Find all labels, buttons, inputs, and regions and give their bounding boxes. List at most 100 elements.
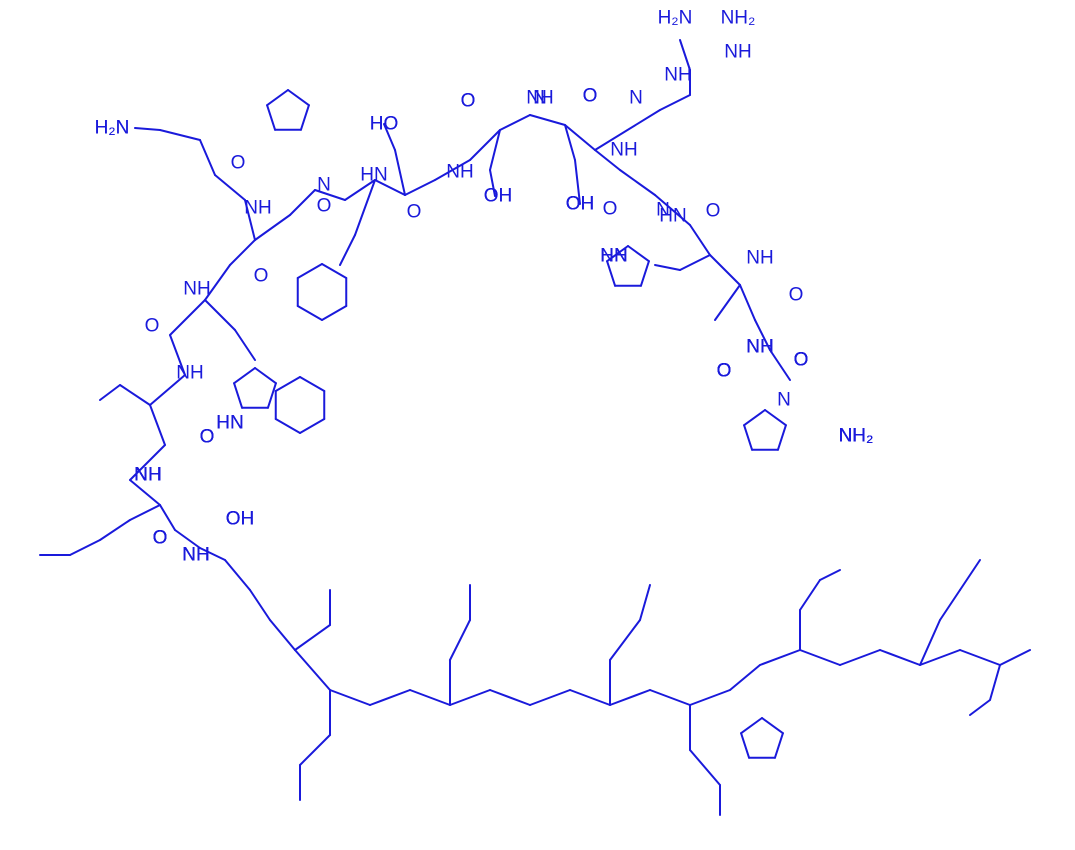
bond-line: [266, 382, 277, 409]
atom-label: O: [717, 361, 732, 382]
bond-line: [773, 732, 784, 759]
bond-line: [299, 418, 326, 434]
atom-label: OH: [566, 194, 595, 215]
bond-line: [249, 589, 271, 621]
bond-line: [296, 305, 323, 321]
bond-line: [204, 264, 231, 301]
bond-line: [134, 127, 161, 131]
bond-line: [489, 129, 501, 171]
bond-line: [689, 689, 731, 706]
atom-label: O: [603, 199, 618, 220]
atom-label: O: [145, 316, 160, 337]
bond-line: [769, 349, 791, 381]
atom-label: O: [794, 350, 809, 371]
bond-line: [266, 104, 277, 131]
atom-label: O: [583, 86, 598, 107]
atom-label: NH: [182, 545, 209, 566]
atom-label: NH₂: [839, 426, 874, 447]
bond-line: [743, 409, 766, 427]
atom-label: H₂N: [95, 118, 130, 139]
bond-line: [199, 139, 216, 176]
bond-line: [339, 234, 356, 266]
bond-line: [254, 214, 291, 241]
bond-line: [609, 619, 641, 661]
atom-label: O: [231, 153, 246, 174]
atom-label: HN: [600, 246, 627, 267]
bond-line: [289, 189, 316, 216]
bond-line: [594, 109, 661, 151]
bond-line: [939, 589, 961, 621]
bond-line: [214, 174, 246, 201]
atom-label: O: [200, 427, 215, 448]
bond-line: [564, 124, 596, 151]
atom-label: NH: [746, 337, 773, 358]
bond-line: [919, 649, 961, 666]
atom-label: NH: [664, 65, 691, 86]
bond-line: [69, 539, 101, 556]
bond-line: [740, 732, 751, 759]
atom-label: NH: [526, 88, 553, 109]
bond-line: [344, 179, 376, 201]
bond-line: [99, 519, 131, 541]
atom-label: NH: [182, 545, 209, 566]
atom-labels: H₂N NH NH₂ NH N O N NH O O NH N O HO NH …: [95, 8, 874, 566]
bond-line: [989, 664, 1001, 701]
atom-label: NH₂: [839, 426, 874, 447]
bond-line: [919, 619, 941, 666]
bond-line: [294, 624, 331, 651]
atom-label: OH: [484, 186, 513, 207]
bond-line: [129, 444, 166, 481]
bond-line: [129, 479, 161, 506]
bond-line: [764, 409, 787, 427]
bond-line: [269, 619, 296, 651]
atom-label: NH: [134, 465, 161, 486]
atom-label: NH: [600, 246, 627, 267]
bond-line: [229, 239, 256, 266]
atom-label: OH: [484, 186, 513, 207]
bond-line: [619, 169, 656, 196]
bond-line: [569, 689, 611, 706]
bond-line: [959, 559, 981, 591]
bond-line: [369, 689, 411, 706]
atom-label: H₂N: [658, 8, 693, 29]
atom-label: NH₂: [839, 426, 874, 447]
bond-line: [299, 104, 310, 131]
bond-line: [159, 504, 176, 531]
bond-line: [119, 384, 151, 406]
atom-label: HO: [370, 114, 399, 135]
bond-line: [314, 189, 346, 201]
bond-line: [329, 689, 371, 706]
bond-line: [959, 649, 1001, 666]
atom-label: O: [717, 361, 732, 382]
bond-line: [287, 89, 310, 107]
atom-label: NH: [446, 162, 473, 183]
bond-line: [404, 179, 436, 196]
bond-line: [969, 699, 991, 716]
bond-line: [394, 149, 406, 196]
bond-line: [740, 717, 763, 735]
bond-line: [274, 376, 301, 392]
atom-label: N: [533, 88, 547, 109]
bond-line: [199, 547, 226, 561]
bond-line: [639, 260, 650, 287]
atom-label: O: [254, 266, 269, 287]
atom-label: O: [461, 91, 476, 112]
atom-label: H₂N: [95, 118, 130, 139]
atom-label: NH: [746, 337, 773, 358]
atom-label: NH: [134, 465, 161, 486]
bond-line: [299, 376, 326, 392]
bond-line: [574, 159, 581, 205]
bond-line: [449, 619, 471, 661]
bond-line: [321, 305, 348, 321]
atom-label: O: [794, 350, 809, 371]
bond-line: [594, 149, 621, 171]
atom-label: O: [794, 350, 809, 371]
atom-label: O: [317, 196, 332, 217]
bond-line: [627, 245, 650, 263]
atom-label: O: [153, 528, 168, 549]
atom-label: NH₂: [721, 8, 756, 29]
atom-label: NH: [746, 337, 773, 358]
bond-line: [689, 749, 721, 786]
atom-label: NH: [134, 465, 161, 486]
